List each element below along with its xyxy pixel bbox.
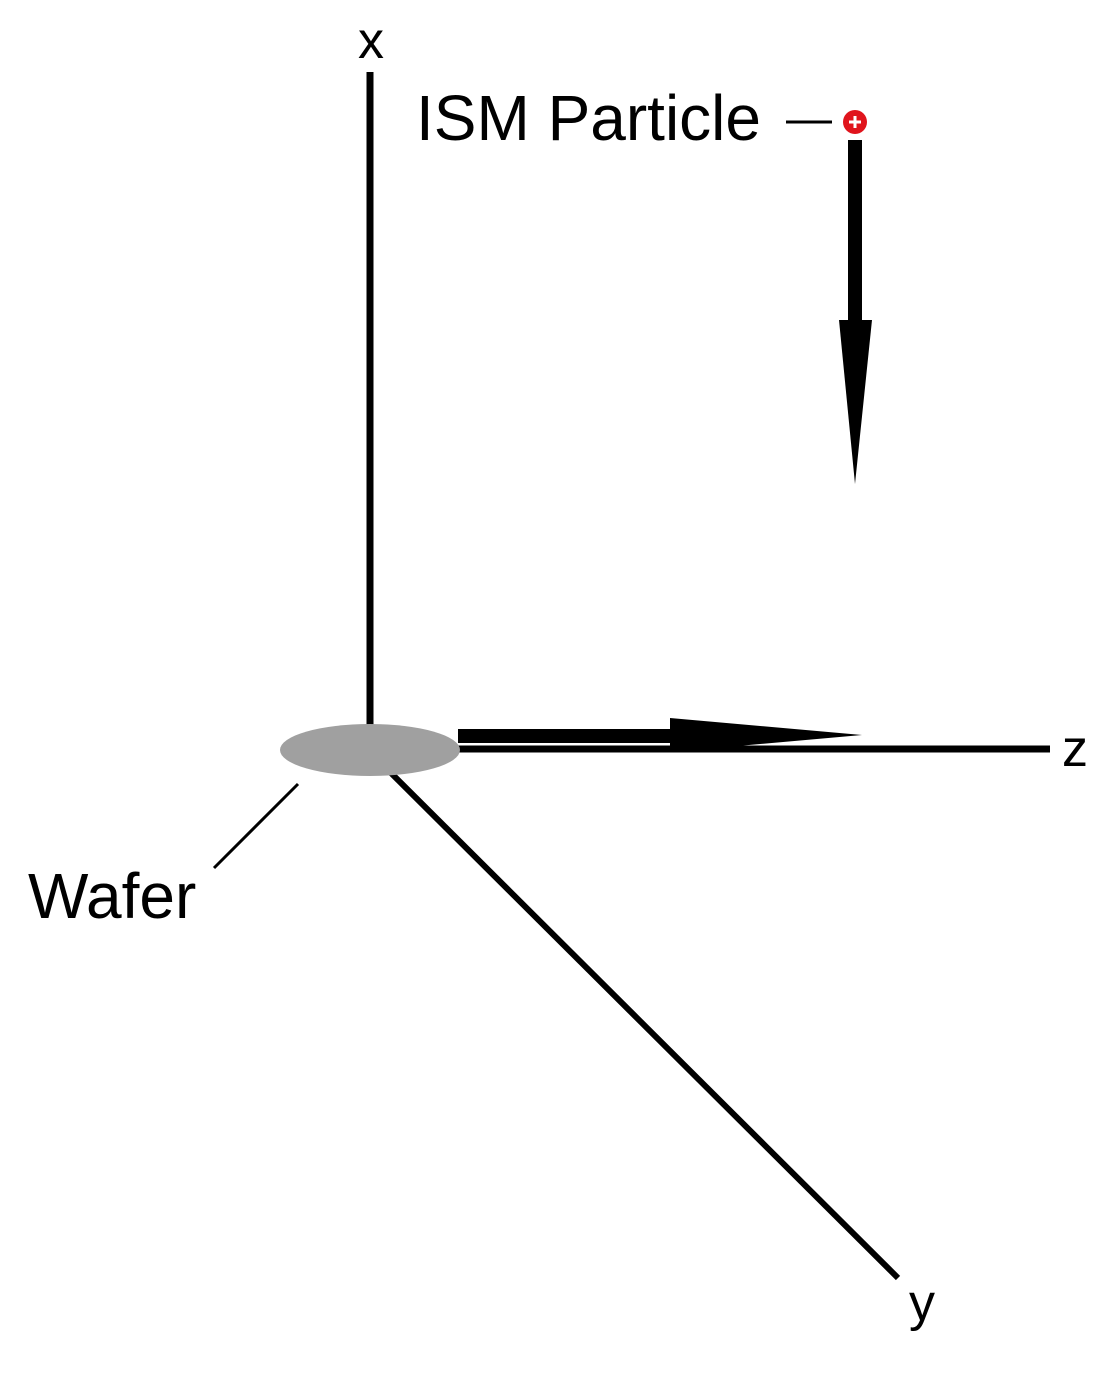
- particle-velocity-arrow: [839, 140, 872, 484]
- wafer-disc: [280, 724, 460, 776]
- z-axis-label: z: [1062, 720, 1088, 778]
- wafer-label: Wafer: [28, 860, 196, 932]
- particle-label: ISM Particle: [416, 82, 761, 154]
- z-direction-arrow: [458, 718, 862, 752]
- y-axis-line: [385, 767, 901, 1281]
- wafer-leader-line: [212, 782, 300, 870]
- x-axis-label: x: [358, 12, 384, 70]
- y-axis-label: y: [909, 1274, 935, 1332]
- plus-circle-icon: [843, 110, 867, 134]
